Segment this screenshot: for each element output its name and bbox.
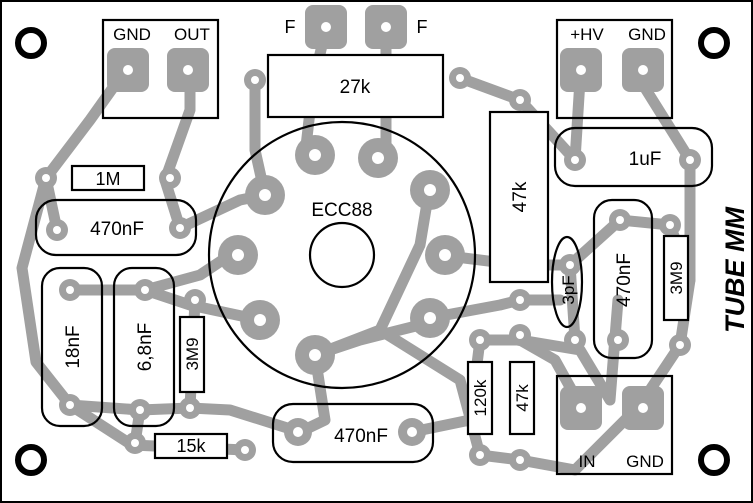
label-470nf-left: 470nF [90,219,144,240]
label-3m9-left: 3M9 [183,337,202,370]
component-pad [179,397,201,419]
mounting-holes [15,27,730,476]
label-tube: ECC88 [311,200,372,221]
tube-pin [425,235,465,275]
component-pad [564,329,586,351]
component-pad [159,167,181,189]
label-filament-right: F [417,17,428,37]
label-15k: 15k [176,436,206,456]
component-pad [559,254,581,276]
capacitor-470nf-right-outline [592,198,654,360]
tube-pin [295,335,335,375]
label-filament-left: F [285,17,296,37]
component-pad [244,69,266,91]
component-pad [469,444,491,466]
label-47k-bottom: 47k [513,384,532,412]
label-470nf-bottom: 470nF [334,426,388,447]
label-gnd-top-right: GND [628,25,666,44]
tube-center-hole [308,221,376,289]
label-1uf: 1uF [629,149,662,170]
component-pad [669,334,691,356]
label-gnd-top-left: GND [113,25,151,44]
labels: GND OUT F F +HV GND IN GND 27k 1M 470nF … [63,17,750,471]
resistor-3m9-right-outline [662,234,690,322]
tube-pin [410,170,450,210]
tube-socket-pads [218,135,465,375]
component-pad [35,167,57,189]
component-pad [134,279,156,301]
tube-socket-outline [207,120,477,390]
component-pad [398,418,426,446]
component-pad [469,329,491,351]
resistor-1m-outline [70,164,146,192]
connector-box-in [555,374,674,476]
component-pad [129,399,151,421]
connector-box-gnd-out [101,18,220,120]
component-pad [509,324,531,346]
square-pad-holes [123,22,648,413]
resistor-27k-outline [266,53,445,119]
silkscreen [34,18,714,476]
capacitor-18nf-outline [40,266,104,428]
component-pad [679,149,701,171]
tube-pin [245,175,285,215]
component-pad [659,214,681,236]
capacitor-6-8nf-outline [112,266,176,428]
resistor-47k-right-outline [488,110,550,284]
board-title: TUBE MM [720,207,750,333]
capacitor-1uf-outline [553,126,714,188]
component-pad [169,217,191,239]
component-pad [184,289,206,311]
tube-pin [358,138,398,178]
label-hv: +HV [570,25,604,44]
resistor-120k-outline [466,360,494,436]
label-6-8nf: 6,8nF [135,323,156,372]
component-pad [509,289,531,311]
capacitor-470nf-left-outline [34,198,198,257]
component-pad [449,67,471,89]
component-pad [234,439,256,461]
component-pad [609,209,631,231]
component-pad [124,432,146,454]
label-out: OUT [174,25,210,44]
capacitor-470nf-bottom-outline [271,402,435,464]
connector-box-hv [555,18,674,120]
label-18nf: 18nF [63,325,84,368]
mounting-hole [15,444,47,476]
component-pad [607,329,629,351]
label-in: IN [579,452,596,471]
capacitor-3pf-outline [550,235,584,329]
label-1m: 1M [95,169,120,189]
label-47k-right: 47k [510,181,531,212]
resistor-3m9-left-outline [178,315,206,394]
label-3pf: 3pF [559,275,578,304]
component-pad [59,394,81,416]
mounting-hole [15,27,47,59]
component-pad [59,279,81,301]
component-pad [509,89,531,111]
resistor-15k-outline [153,432,229,460]
mounting-hole [698,27,730,59]
component-pad [46,219,68,241]
component-pads [35,67,701,471]
label-gnd-bottom-right: GND [626,452,664,471]
resistor-47k-bottom-outline [508,360,536,436]
label-3m9-right: 3M9 [667,261,686,294]
tube-pin [410,298,450,338]
tube-pin [240,300,280,340]
component-pad [284,418,312,446]
label-27k: 27k [340,77,371,98]
mounting-hole [698,444,730,476]
tube-pin [218,235,258,275]
component-pad [564,149,586,171]
label-470nf-right: 470nF [614,253,635,307]
label-120k: 120k [471,379,490,416]
component-pad [509,449,531,471]
tube-pin [295,135,335,175]
